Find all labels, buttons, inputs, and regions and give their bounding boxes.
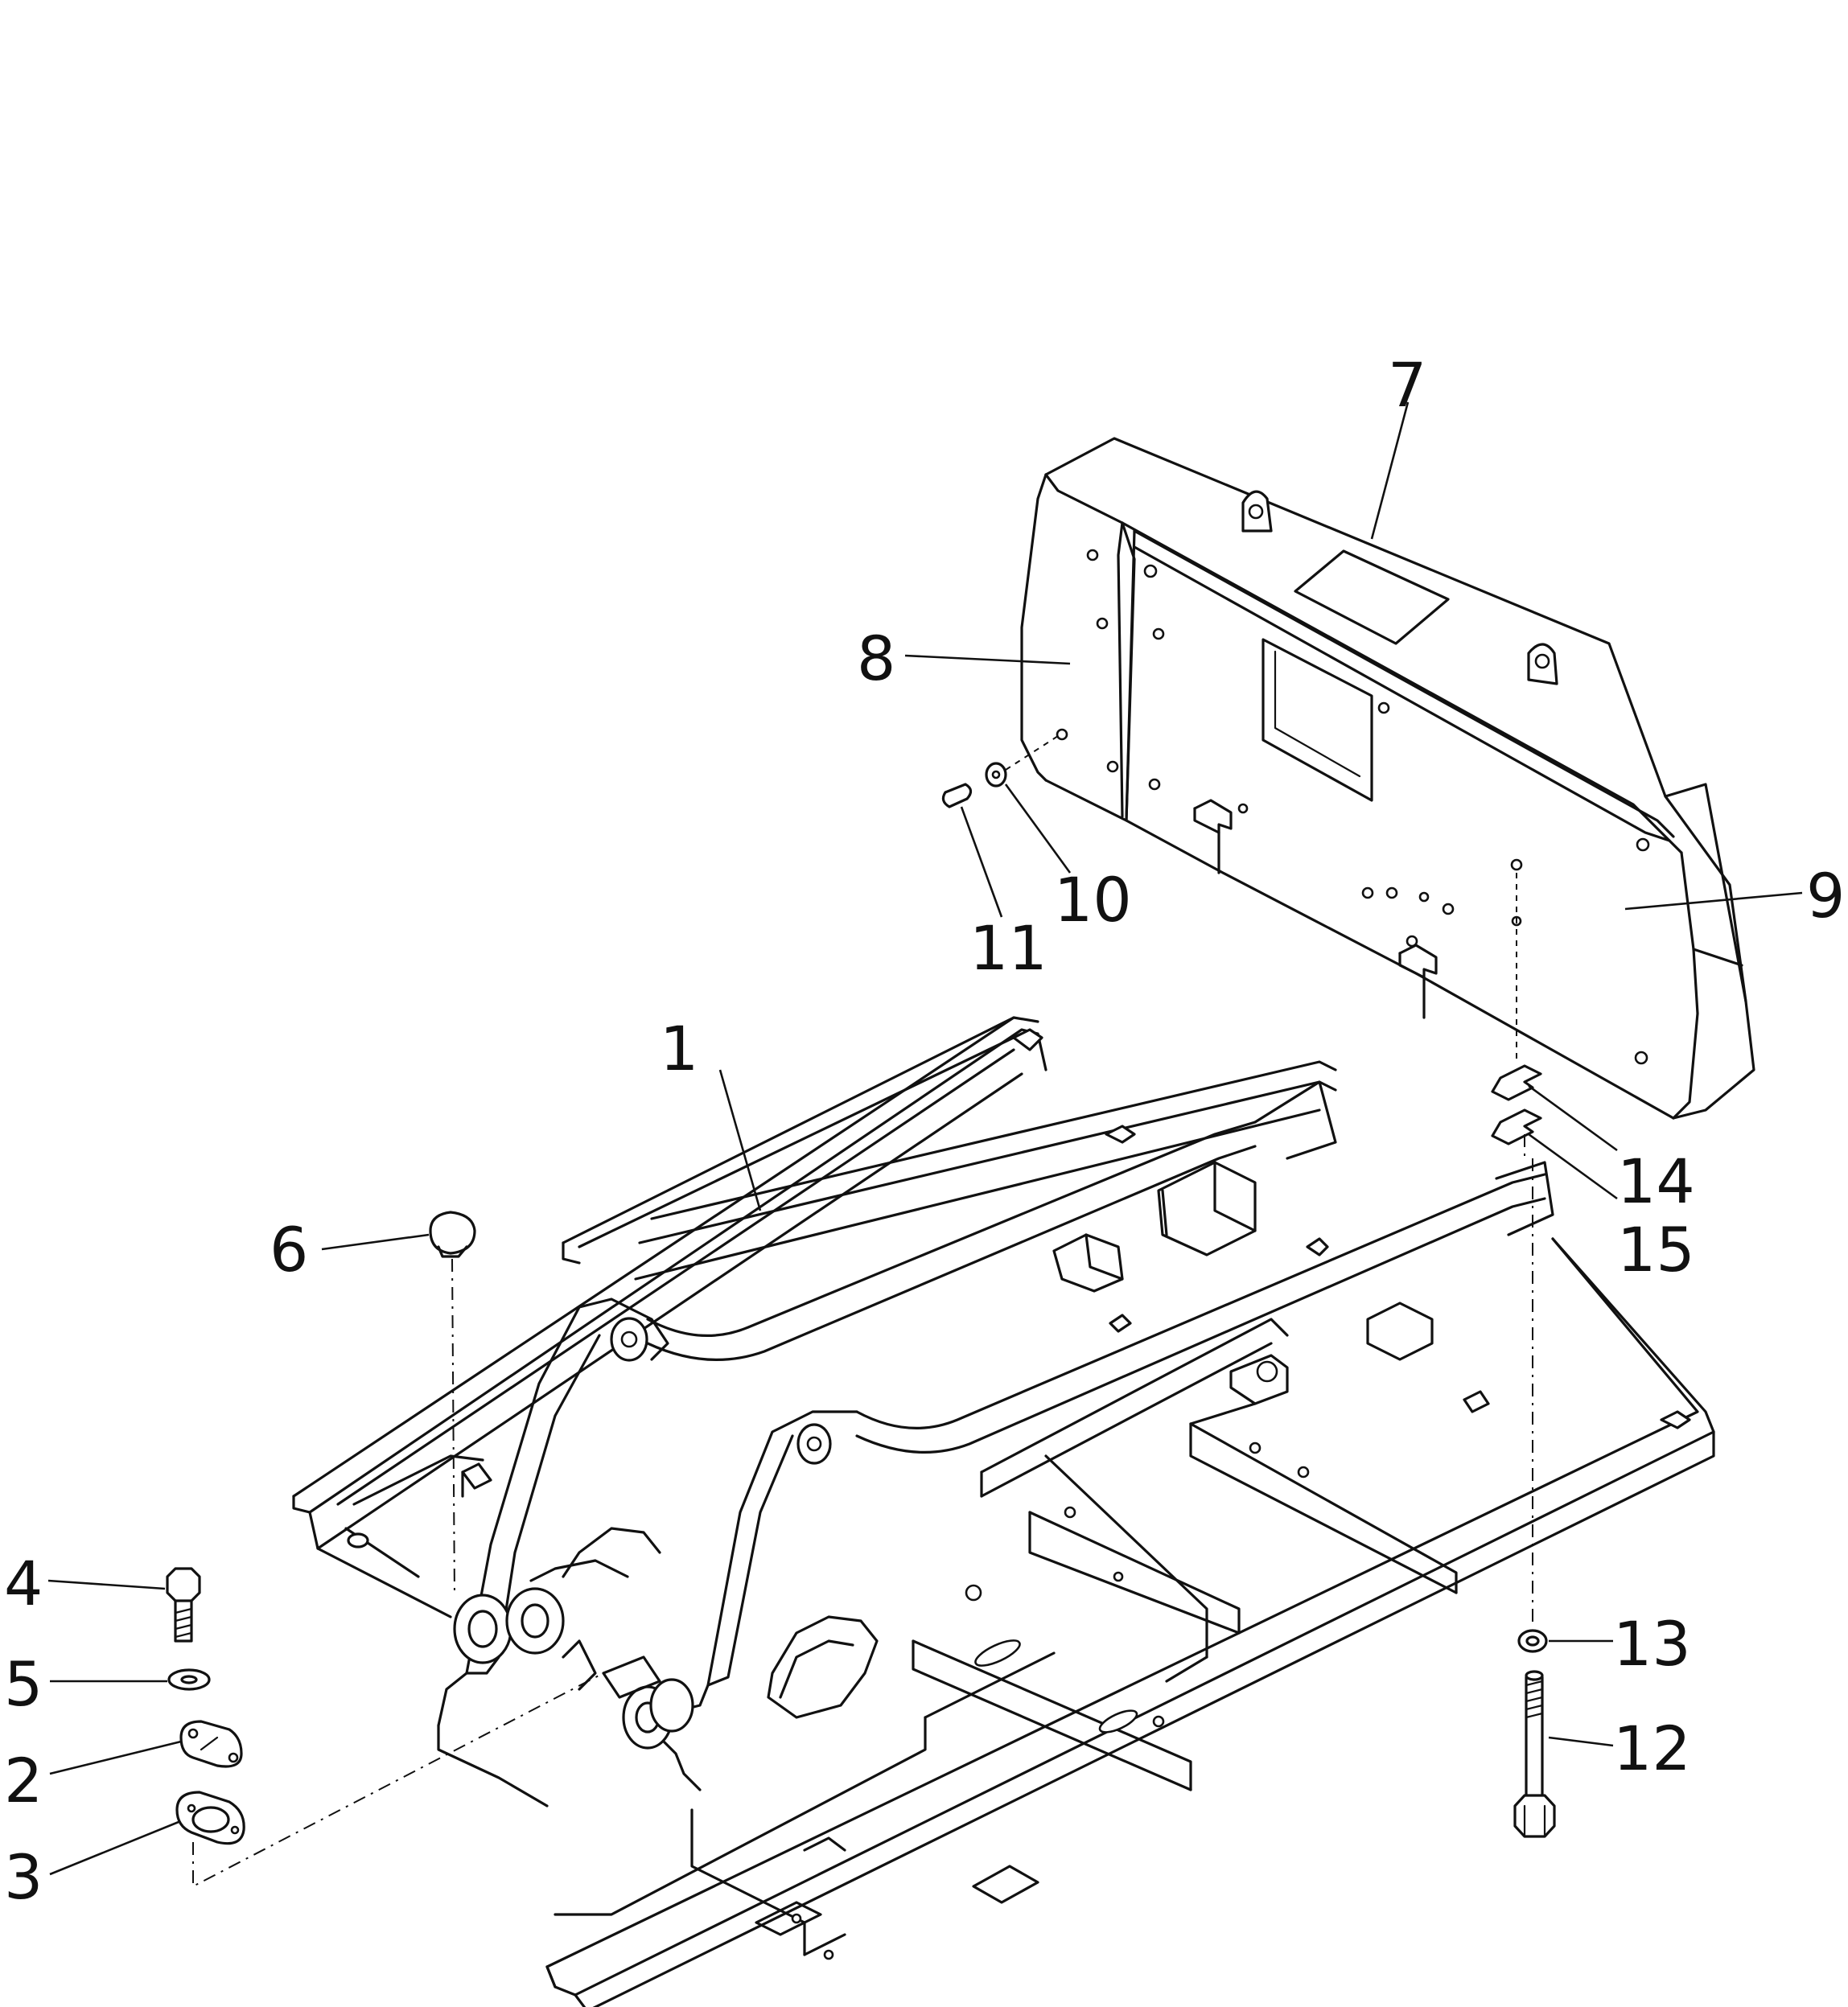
callout-6: 6: [270, 1214, 308, 1285]
dash-10-to-plate: [1005, 735, 1059, 771]
axis-part-3: [192, 1672, 604, 1888]
callout-12: 12: [1613, 1713, 1691, 1784]
callout-9: 9: [1806, 860, 1845, 932]
part-6-plug: [429, 1211, 476, 1258]
leader-15: [1528, 1133, 1618, 1200]
callout-11: 11: [969, 912, 1047, 984]
part-4-bolt: [166, 1567, 201, 1643]
axis-part-6: [451, 1258, 455, 1598]
callout-2: 2: [4, 1745, 43, 1816]
callout-14: 14: [1617, 1145, 1695, 1217]
part-13-washer: [1517, 1629, 1548, 1653]
leader-2: [49, 1740, 182, 1775]
callout-1: 1: [660, 1013, 698, 1084]
leader-11: [960, 806, 1003, 918]
leader-14: [1528, 1084, 1618, 1152]
leader-7: [1370, 401, 1410, 540]
leader-9: [1624, 891, 1803, 911]
leader-12: [1548, 1736, 1614, 1747]
callout-15: 15: [1617, 1214, 1695, 1285]
part-12-bolt: [1513, 1670, 1556, 1838]
revolving-frame: [292, 1016, 1715, 2007]
leader-1: [718, 1069, 762, 1211]
callout-7: 7: [1388, 349, 1426, 421]
part-14-shim: [1491, 1064, 1542, 1101]
leader-8: [904, 654, 1071, 665]
leader-3: [49, 1820, 179, 1876]
callout-4: 4: [4, 1548, 43, 1619]
leader-4: [47, 1579, 166, 1590]
part-10-washer: [985, 762, 1007, 788]
part-15-shim: [1491, 1108, 1542, 1145]
leader-6: [321, 1233, 430, 1251]
part-3-gasket: [175, 1791, 245, 1845]
callout-3: 3: [4, 1841, 43, 1913]
counterweight: [1020, 437, 1755, 1120]
callout-5: 5: [4, 1648, 43, 1720]
callout-13: 13: [1613, 1608, 1691, 1680]
leader-10: [1004, 783, 1072, 874]
callout-10: 10: [1054, 864, 1132, 936]
part-11-cap: [941, 783, 973, 808]
callout-8: 8: [857, 623, 895, 694]
part-5-washer: [167, 1668, 211, 1691]
part-2-cover: [179, 1720, 243, 1768]
